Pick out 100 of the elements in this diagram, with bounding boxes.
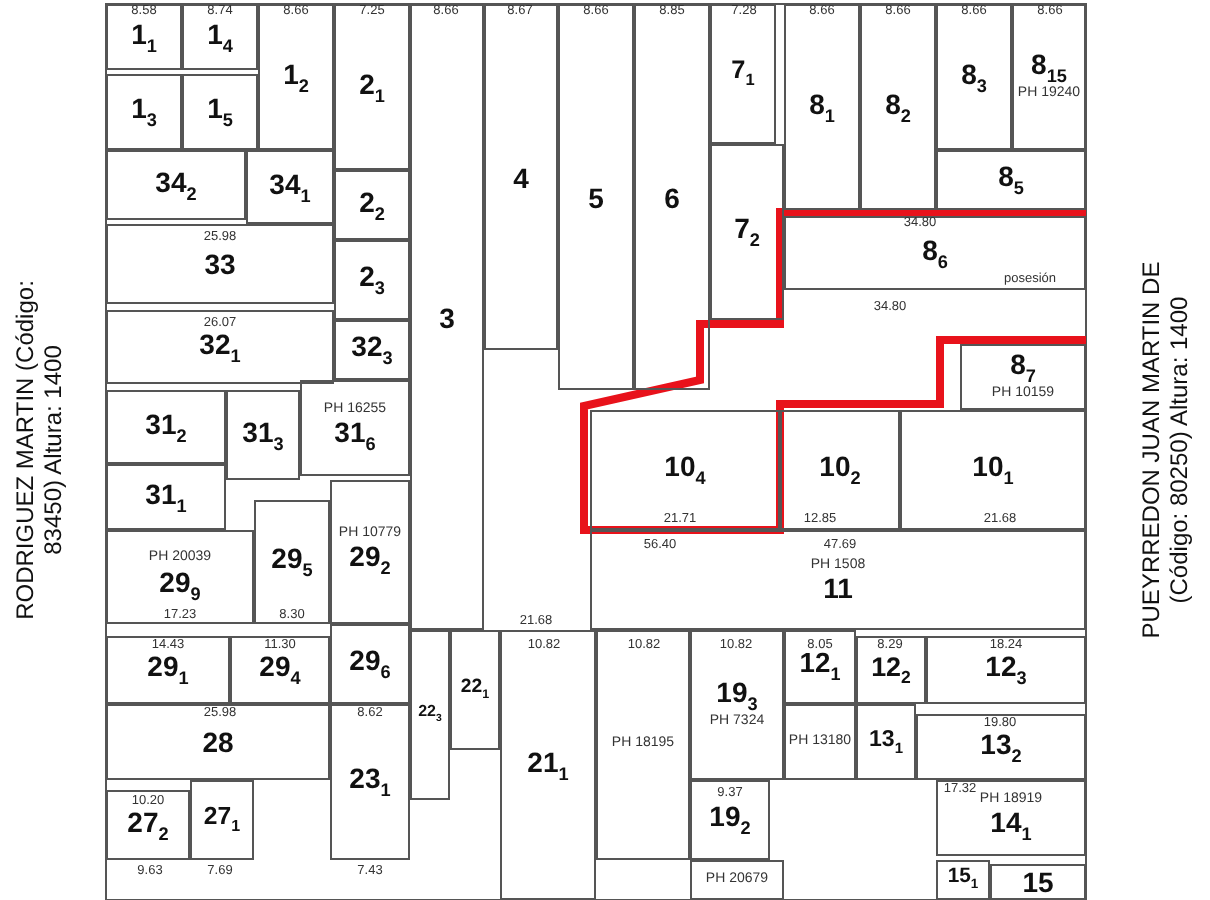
parcel-outline [450,630,500,750]
lot-number: 13$_{1}$ [869,729,903,755]
lot-number: 34$_{2}$ [155,167,197,203]
lot-number: 27$_{1}$ [203,804,241,836]
parcel-outline [900,410,1086,530]
parcel-outline [784,630,856,704]
street-name: RODRIGUEZ MARTIN (Código: 83450) Altura: 1400 [11,278,69,624]
parcel-outline [926,636,1086,704]
parcel-outline [190,780,254,860]
parcel-outline [106,390,226,464]
lot-number: 29$_{2}$ [349,542,391,579]
lot-number: 1$_{3}$ [131,94,157,130]
lot-number: 7$_{2}$ [734,214,760,250]
lot-number: 29$_{5}$ [271,544,313,580]
parcel-outline [990,864,1086,900]
parcel-outline [106,704,330,780]
parcel-outline [936,4,1012,150]
lot-number: 32$_{3}$ [351,332,393,368]
lot-number: 8$_{15}$ [1031,50,1067,87]
parcel-outline [784,704,856,780]
lot-number: 6 [664,183,680,211]
parcel-outline [106,150,246,220]
parcel-outline [334,4,410,170]
lot-number: 12$_{2}$ [871,653,911,687]
lot-number: 12$_{3}$ [985,652,1027,688]
street-name: PUEYRREDON JUAN MARTIN DE (Código: 80250) Altura: 1400 [1137,259,1195,643]
lot-number: 4 [513,163,529,191]
lot-number: 31$_{1}$ [145,479,187,515]
parcel-outline [330,624,410,704]
parcel-outline [254,500,330,624]
parcel-outline [596,630,690,860]
parcel-outline [258,4,334,150]
parcel-outline [410,630,450,800]
lot-number: 2$_{2}$ [359,187,385,223]
lot-number: 31$_{3}$ [242,417,284,453]
lot-number: 8$_{1}$ [809,89,835,125]
parcel-outline [106,464,226,530]
parcel-outline [690,780,770,860]
lot-number: 19$_{3}$ [716,678,758,715]
lot-number: 1$_{2}$ [283,59,309,95]
parcel-outline [916,714,1086,780]
parcel-outline [634,4,710,390]
parcel-outline [710,144,784,320]
lot-number: 1$_{5}$ [207,94,233,130]
lot-number: 7$_{1}$ [731,58,755,90]
lot-number: 12$_{1}$ [799,650,841,684]
parcel-outline [590,530,1086,630]
parcel-outline [182,4,258,70]
parcel-outline [106,636,230,704]
parcel-outline [558,4,634,390]
parcel-outline [590,410,780,530]
lot-number: 27$_{2}$ [127,807,169,843]
parcel-outline [936,860,990,900]
parcel-outline [860,4,936,210]
lot-number: 34$_{1}$ [269,169,311,205]
parcel-outline [330,480,410,624]
parcel-outline [410,4,484,630]
parcel-outline [1012,4,1086,150]
lot-number: 23$_{1}$ [349,764,391,800]
parcel-outline [106,530,254,624]
lot-number: 14$_{1}$ [990,808,1032,845]
lot-number: 15$_{1}$ [947,867,979,893]
lot-number: 3 [439,303,455,331]
parcel-outline [230,636,330,704]
parcel-outline [182,74,258,150]
lot-number: 2$_{1}$ [359,69,385,105]
lot-number: 8$_{5}$ [998,162,1024,198]
lot-number: 8$_{6}$ [922,235,948,271]
lot-number: 2$_{3}$ [359,262,385,298]
lot-number: 32$_{1}$ [199,329,241,365]
lot-number: 31$_{6}$ [334,418,376,455]
lot-number: 29$_{4}$ [259,652,301,688]
parcel-outline [106,4,182,70]
lot-number: 21$_{1}$ [527,747,569,783]
lot-number: 5 [588,183,604,211]
parcel-outline [334,170,410,240]
parcel-outline [106,310,334,384]
parcel-outline [690,860,784,900]
lot-number: 29$_{9}$ [159,567,201,604]
parcel-outline [106,224,334,304]
lot-number: 8$_{2}$ [885,89,911,125]
lot-number: 10$_{4}$ [664,452,706,488]
lot-number: 10$_{2}$ [819,452,861,488]
parcel-outline [106,790,190,860]
lot-number: 29$_{1}$ [147,652,189,688]
lot-number: 33 [204,250,236,278]
parcel-outline [960,344,1086,410]
parcel-outline [500,630,596,900]
lot-number: 8$_{3}$ [961,59,987,95]
parcel-outline [710,4,776,144]
lot-number: 28 [202,728,234,756]
parcel-outline [856,704,916,780]
lot-number: 11 [823,574,853,603]
lot-number: 10$_{1}$ [972,452,1014,488]
parcel-outline [690,630,784,780]
parcel-outline [330,704,410,860]
lot-number: 19$_{2}$ [709,802,751,838]
lot-number: 29$_{6}$ [349,646,391,682]
parcel-outline [334,320,410,380]
parcel-outline [226,390,300,480]
